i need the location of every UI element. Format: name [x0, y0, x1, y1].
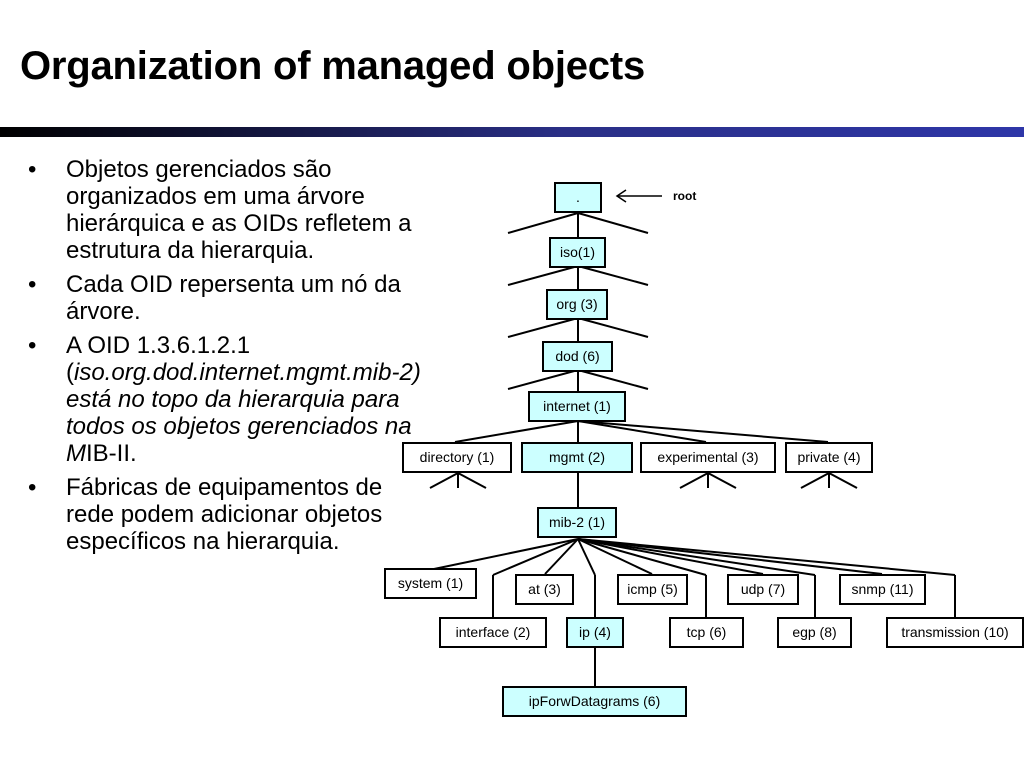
stub-experimental-left: [679, 472, 709, 489]
bullet-1: Objetos gerenciados são organizados em u…: [28, 156, 428, 264]
edge-dod-left: [507, 369, 579, 390]
node-transmission: transmission (10): [886, 617, 1024, 648]
node-internet: internet (1): [528, 391, 626, 422]
node-at: at (3): [515, 574, 574, 605]
node-tcp: tcp (6): [669, 617, 744, 648]
edge-mib2-udp: [577, 538, 764, 575]
node-root: .: [554, 182, 602, 213]
stub-directory-left: [429, 472, 459, 489]
edge-internet-experimental: [577, 420, 707, 443]
edge-mib2-system: [433, 538, 579, 570]
edge-org-left: [507, 317, 579, 338]
edge-mib2-ip: [577, 538, 596, 576]
node-udp: udp (7): [727, 574, 799, 605]
node-mgmt: mgmt (2): [521, 442, 633, 473]
node-directory: directory (1): [402, 442, 512, 473]
node-interface: interface (2): [439, 617, 547, 648]
title-rule: [0, 127, 1024, 137]
stub-private-right: [828, 472, 858, 489]
node-icmp: icmp (5): [617, 574, 688, 605]
node-mib2: mib-2 (1): [537, 507, 617, 538]
node-egp: egp (8): [777, 617, 852, 648]
node-ip: ip (4): [566, 617, 624, 648]
node-iso: iso(1): [549, 237, 606, 268]
edge-internet-directory: [454, 420, 579, 443]
node-ipforwdatagrams: ipForwDatagrams (6): [502, 686, 687, 717]
root-arrow-head: [615, 189, 627, 203]
edge-iso-left: [507, 265, 579, 286]
stub-directory-right: [457, 472, 487, 489]
edge-mib2-icmp: [577, 538, 653, 575]
edge-mib2-transmission: [577, 538, 956, 576]
node-dod: dod (6): [542, 341, 613, 372]
root-label: root: [673, 189, 697, 203]
node-snmp: snmp (11): [839, 574, 926, 605]
edge-root-left: [507, 212, 579, 234]
edge-mib2-egp: [577, 538, 816, 576]
bullet-2: Cada OID repersenta um nó da árvore.: [28, 271, 428, 325]
edge-mib2-tcp: [577, 538, 707, 576]
edge-mib2-at: [544, 538, 579, 575]
edge-root-right: [577, 212, 649, 234]
stub-private-left: [800, 472, 830, 489]
bullet-3: A OID 1.3.6.1.2.1 (iso.org.dod.internet.…: [28, 332, 428, 467]
node-experimental: experimental (3): [640, 442, 776, 473]
node-org: org (3): [546, 289, 608, 320]
node-private: private (4): [785, 442, 873, 473]
bullet-3-prefix: A OID 1.3.6.1.2.1 (: [66, 332, 251, 386]
bullet-3-oid-path: iso.org.dod.internet.mgmt.mib-2) está no…: [66, 359, 421, 467]
edge-org-right: [577, 317, 649, 338]
slide-title: Organization of managed objects: [20, 44, 645, 88]
bullet-4: Fábricas de equipamentos de rede podem a…: [28, 474, 428, 555]
edge-dod-right: [577, 369, 649, 390]
node-system: system (1): [384, 568, 477, 599]
bullet-list: Objetos gerenciados são organizados em u…: [28, 156, 428, 562]
bullet-3-suffix: IB-II.: [86, 440, 137, 467]
edge-iso-right: [577, 265, 649, 286]
stub-experimental-right: [707, 472, 737, 489]
edge-mib2-interface: [492, 538, 579, 576]
edge-internet-private: [577, 420, 829, 443]
